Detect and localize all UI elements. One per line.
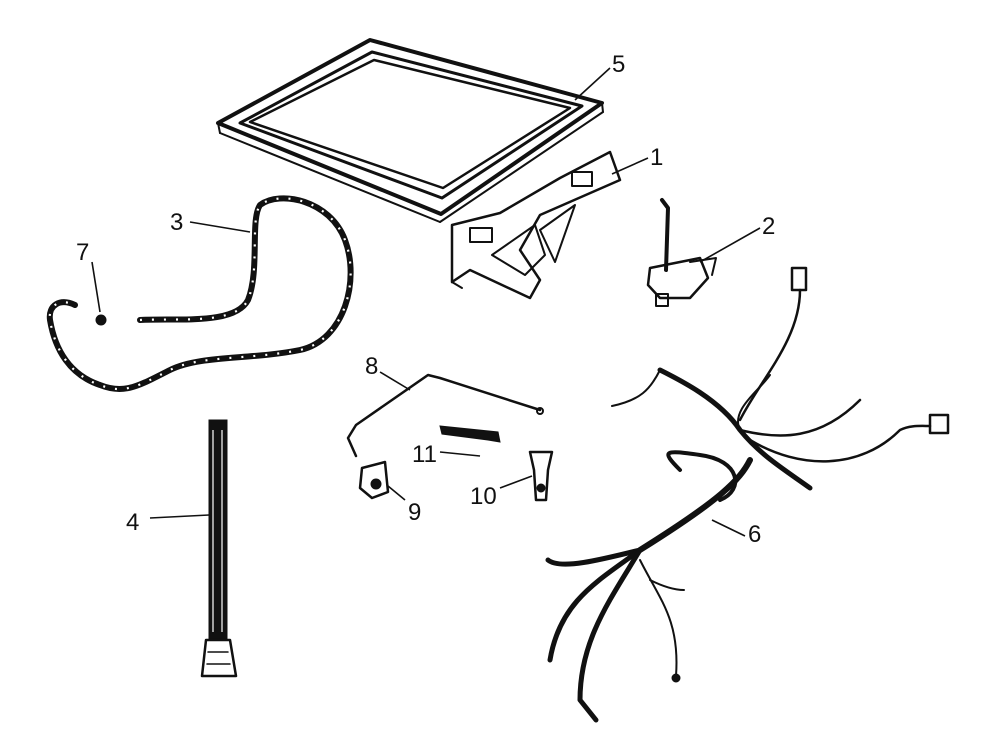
part-7-fitting: [95, 314, 107, 326]
part-1-bracket: [450, 150, 622, 300]
callout-3: 3: [170, 209, 183, 236]
leader-line-11: [439, 451, 481, 457]
callout-10: 10: [470, 483, 497, 510]
callout-6: 6: [748, 521, 761, 548]
callout-labels: 5 1 2 3 7 8 11 9 10 4 6: [76, 51, 775, 548]
callout-11: 11: [412, 441, 437, 468]
callout-5: 5: [612, 51, 625, 78]
part-11-clamp: [439, 425, 501, 443]
leader-line-2: [699, 227, 761, 263]
leader-line-9: [387, 485, 406, 501]
leader-line-10: [499, 475, 533, 489]
part-2-switch: [646, 198, 717, 307]
leader-line-3: [189, 221, 251, 233]
callout-9: 9: [408, 499, 421, 526]
leader-lines: [91, 67, 761, 537]
part-10-connector: [528, 450, 554, 502]
part-6-wire-harness: [545, 266, 950, 723]
callout-1: 1: [650, 144, 663, 171]
callout-2: 2: [762, 213, 775, 240]
leader-line-8: [379, 371, 411, 391]
part-8-rod: [346, 373, 544, 458]
part-4-drain-hose: [200, 419, 238, 678]
part-3-hose: [46, 195, 354, 392]
leader-line-5: [574, 67, 611, 101]
leader-line-4: [149, 514, 210, 519]
leader-line-6: [711, 519, 746, 537]
callout-7: 7: [76, 239, 89, 266]
part-9-clip: [358, 460, 390, 500]
part-5-top-frame: [216, 38, 604, 223]
callout-4: 4: [126, 509, 139, 536]
leader-line-7: [91, 261, 101, 313]
leader-line-1: [611, 157, 649, 175]
callout-8: 8: [365, 353, 378, 380]
